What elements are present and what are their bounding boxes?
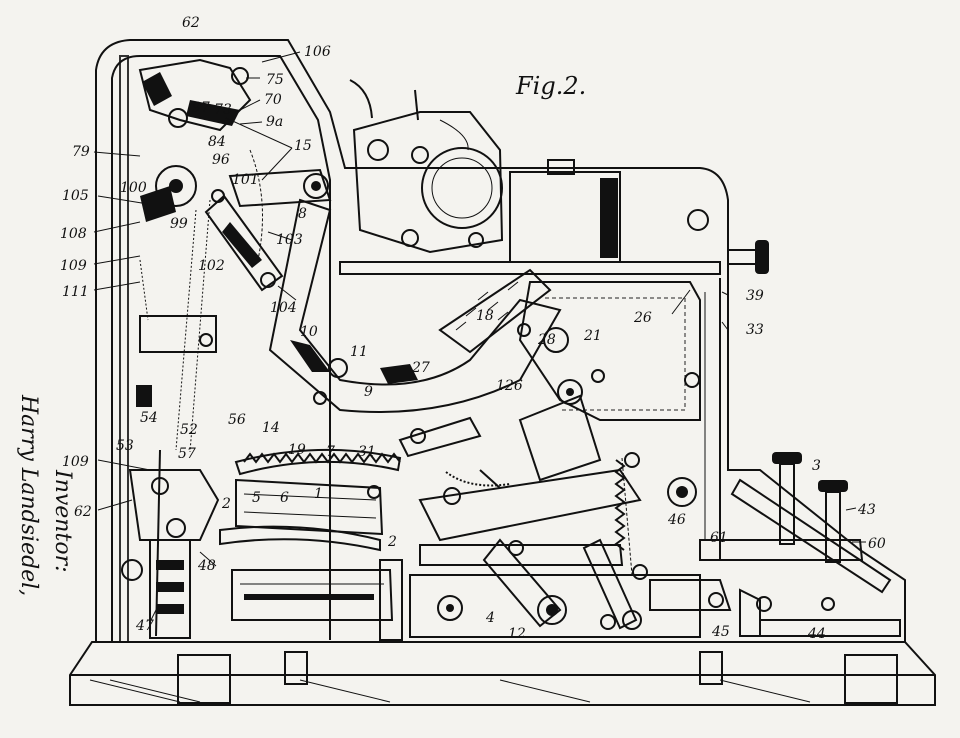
numeral-52: 52 xyxy=(180,422,198,438)
lower-mechanism xyxy=(121,449,701,641)
numeral-9a: 9a xyxy=(266,114,283,130)
numeral-2a: 2 xyxy=(221,496,231,512)
numeral-102: 102 xyxy=(198,258,225,274)
numeral-1: 1 xyxy=(314,486,323,502)
numeral-8: 8 xyxy=(298,206,307,222)
numeral-26: 26 xyxy=(633,310,652,326)
numeral-108: 108 xyxy=(60,226,87,242)
numeral-7: 7 xyxy=(326,444,335,460)
machine-base xyxy=(69,641,936,706)
numeral-46: 46 xyxy=(667,512,686,528)
numeral-109-lower: 109 xyxy=(62,454,89,470)
numeral-31: 31 xyxy=(358,444,376,460)
numeral-18: 18 xyxy=(476,308,494,324)
rack-gear xyxy=(219,416,511,552)
inventor-block: Inventor: Harry Landsiedel, xyxy=(16,394,75,596)
numeral-28: 28 xyxy=(537,332,556,348)
reference-numerals: 62 106 75 70 97 73 9a 84 15 96 79 101 8 … xyxy=(60,15,886,642)
leader-lines xyxy=(93,51,866,623)
numeral-97: 97 xyxy=(192,100,210,116)
numeral-33: 33 xyxy=(746,322,764,338)
numeral-62-lower: 62 xyxy=(74,504,92,520)
inventor-label: Inventor: xyxy=(50,469,75,573)
numeral-104: 104 xyxy=(270,300,297,316)
numeral-21: 21 xyxy=(583,328,602,344)
numeral-53: 53 xyxy=(116,438,134,454)
numeral-100: 100 xyxy=(120,180,147,196)
numeral-11: 11 xyxy=(350,344,368,360)
numeral-45: 45 xyxy=(711,624,730,640)
numeral-103: 103 xyxy=(276,232,303,248)
inventor-name: Harry Landsiedel, xyxy=(16,394,41,596)
numeral-10: 10 xyxy=(300,324,318,340)
numeral-14: 14 xyxy=(262,420,280,436)
numeral-57: 57 xyxy=(178,446,196,462)
numeral-111: 111 xyxy=(62,284,89,300)
numeral-39: 39 xyxy=(746,288,764,304)
numeral-73: 73 xyxy=(214,102,232,118)
numeral-61: 61 xyxy=(710,530,728,546)
numeral-70: 70 xyxy=(264,92,282,108)
key-stems xyxy=(649,452,901,637)
numeral-47: 47 xyxy=(135,618,154,634)
figure-title: Fig.2. xyxy=(515,72,586,100)
numeral-44: 44 xyxy=(807,626,826,642)
numeral-54: 54 xyxy=(140,410,158,426)
upper-mechanism xyxy=(136,58,332,453)
numeral-126: 126 xyxy=(496,378,523,394)
curved-arm xyxy=(268,198,562,413)
numeral-2b: 2 xyxy=(387,534,397,550)
numeral-84: 84 xyxy=(208,134,226,150)
numeral-15: 15 xyxy=(294,138,312,154)
numeral-96: 96 xyxy=(212,152,230,168)
numeral-5: 5 xyxy=(252,490,261,506)
numeral-27: 27 xyxy=(411,360,430,376)
numeral-3: 3 xyxy=(812,458,821,474)
numeral-101: 101 xyxy=(232,172,259,188)
numeral-109-upper: 109 xyxy=(60,258,87,274)
housing-frame xyxy=(95,39,906,643)
numeral-19: 19 xyxy=(288,442,306,458)
numeral-105: 105 xyxy=(62,188,89,204)
numeral-56: 56 xyxy=(228,412,246,428)
numeral-9: 9 xyxy=(364,384,373,400)
numeral-12: 12 xyxy=(508,626,526,642)
numeral-48: 48 xyxy=(197,558,216,574)
accumulator-plate xyxy=(517,281,701,482)
numeral-106: 106 xyxy=(304,44,331,60)
numeral-60: 60 xyxy=(868,536,886,552)
numeral-99: 99 xyxy=(170,216,188,232)
numeral-79: 79 xyxy=(72,144,90,160)
numeral-75: 75 xyxy=(266,72,284,88)
numeral-43: 43 xyxy=(857,502,876,518)
numeral-4: 4 xyxy=(485,610,495,626)
numeral-62-top: 62 xyxy=(182,15,200,31)
platen-roller xyxy=(349,79,504,254)
numeral-6: 6 xyxy=(280,490,289,506)
